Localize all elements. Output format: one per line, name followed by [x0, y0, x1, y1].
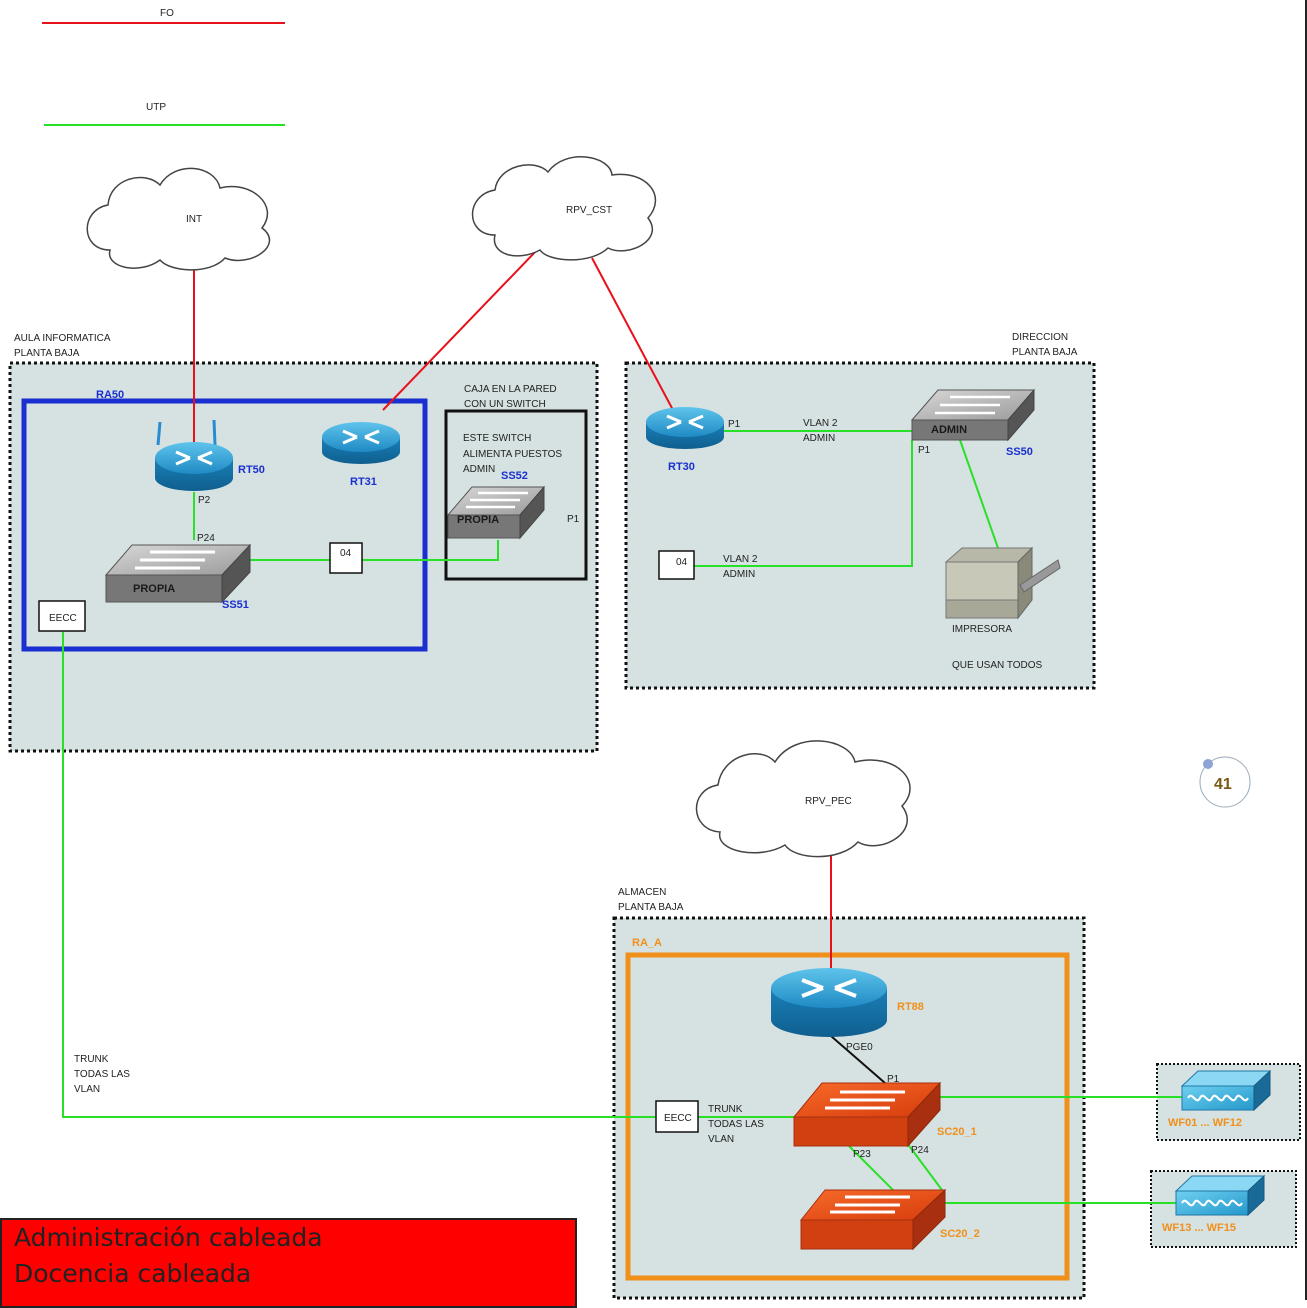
rt30-p1: P1 — [728, 419, 741, 430]
printer-label: IMPRESORA — [952, 624, 1012, 635]
ss51-label: SS51 — [222, 599, 249, 611]
port-04-dir: 04 — [658, 550, 695, 580]
sc20-1-p23: P23 — [853, 1149, 871, 1160]
almacen-title-2: PLANTA BAJA — [618, 902, 684, 913]
este-line1: ESTE SWITCH — [463, 433, 531, 444]
aula-title-1: AULA INFORMATICA — [14, 333, 111, 344]
page-right-border — [1305, 0, 1307, 1300]
port-04-aula: 04 — [329, 542, 363, 574]
zone-aula — [8, 361, 599, 753]
rt50-p2: P2 — [198, 495, 211, 506]
ss51-propia: PROPIA — [133, 583, 175, 595]
trunk-l-line3: VLAN — [74, 1084, 100, 1095]
sc20-1-p1: P1 — [887, 1074, 900, 1085]
legend-fo-label: FO — [160, 8, 174, 19]
ra50-label: RA50 — [96, 389, 124, 401]
este-line3: ADMIN — [463, 464, 495, 475]
vlan2-line1: VLAN 2 — [723, 554, 758, 565]
cloud-rpv-cst-label: RPV_CST — [566, 205, 612, 216]
wf-b-label: WF13 ... WF15 — [1162, 1222, 1236, 1234]
eecc-almacen-label: EECC — [664, 1113, 692, 1124]
access-point-wf-b — [1174, 1174, 1266, 1217]
este-line2: ALIMENTA PUESTOS — [463, 449, 562, 460]
sc20-1-label: SC20_1 — [937, 1126, 977, 1138]
switch-sc20-2 — [799, 1188, 947, 1251]
ss50-label: SS50 — [1006, 446, 1033, 458]
ra-a-label: RA_A — [632, 937, 662, 949]
port-04-dir-label: 04 — [676, 557, 688, 568]
rt31-label: RT31 — [350, 476, 377, 488]
footer-line-1: Administración cableada — [14, 1223, 323, 1252]
trunk-l-line2: TODAS LAS — [74, 1069, 130, 1080]
switch-ss51 — [104, 543, 252, 604]
caja-box — [444, 409, 588, 581]
ss50-admin: ADMIN — [931, 424, 967, 436]
rt50-label: RT50 — [238, 464, 265, 476]
eecc-box-almacen: EECC — [655, 1100, 699, 1133]
trunk-r-line2: TODAS LAS — [708, 1119, 764, 1130]
ss52-propia: PROPIA — [457, 514, 499, 526]
vlan-line2: ADMIN — [803, 433, 835, 444]
switch-sc20-1 — [792, 1081, 942, 1148]
links — [62, 249, 1182, 1204]
ra50-box — [21, 398, 428, 652]
direccion-title-2: PLANTA BAJA — [1012, 347, 1078, 358]
direccion-title-1: DIRECCION — [1012, 332, 1068, 343]
router-rt88 — [771, 968, 887, 1037]
access-point-wf-a — [1180, 1069, 1272, 1112]
cloud-rpv-pec-label: RPV_PEC — [805, 796, 852, 807]
ss50-p1: P1 — [918, 445, 931, 456]
ss52-p1: P1 — [567, 514, 580, 525]
cloud-int: INT — [86, 167, 271, 271]
page-badge: 41 — [1199, 756, 1251, 808]
footer-legend-box: Administración cableada Docencia cablead… — [0, 1218, 577, 1308]
footer-line-2: Docencia cableada — [14, 1259, 252, 1288]
rt88-pge0: PGE0 — [846, 1042, 873, 1053]
cloud-rpv-pec: RPV_PEC — [695, 740, 911, 858]
almacen-title-1: ALMACEN — [618, 887, 666, 898]
rt30-label: RT30 — [668, 461, 695, 473]
sc20-2-label: SC20_2 — [940, 1228, 980, 1240]
printer-sublabel: QUE USAN TODOS — [952, 660, 1043, 671]
port-04-aula-label: 04 — [340, 548, 352, 559]
sc20-1-p24: P24 — [911, 1145, 929, 1156]
trunk-l-line1: TRUNK — [74, 1054, 109, 1065]
router-rt31 — [322, 422, 400, 464]
eecc-box-aula: EECC — [38, 600, 86, 632]
caja-line1: CAJA EN LA PARED — [464, 384, 557, 395]
router-rt30 — [646, 407, 724, 449]
aula-title-2: PLANTA BAJA — [14, 348, 80, 359]
printer-icon — [944, 546, 1061, 620]
legend-utp-label: UTP — [146, 102, 166, 113]
ss52-label: SS52 — [501, 470, 528, 482]
cloud-int-label: INT — [186, 214, 202, 225]
trunk-r-line1: TRUNK — [708, 1104, 743, 1115]
page-number: 41 — [1214, 776, 1232, 793]
router-rt50 — [155, 419, 233, 491]
switch-ss50 — [910, 388, 1036, 442]
wf-a-label: WF01 ... WF12 — [1168, 1117, 1242, 1129]
trunk-r-line3: VLAN — [708, 1134, 734, 1145]
vlan2-line2: ADMIN — [723, 569, 755, 580]
rt88-label: RT88 — [897, 1001, 924, 1013]
switch-ss52 — [446, 485, 546, 540]
cloud-rpv-cst: RPV_CST — [471, 156, 657, 261]
ss51-p24: P24 — [197, 533, 215, 544]
caja-line2: CON UN SWITCH — [464, 399, 546, 410]
eecc-aula-label: EECC — [49, 613, 77, 624]
legend: FO UTP — [42, 8, 285, 126]
vlan-line1: VLAN 2 — [803, 418, 838, 429]
